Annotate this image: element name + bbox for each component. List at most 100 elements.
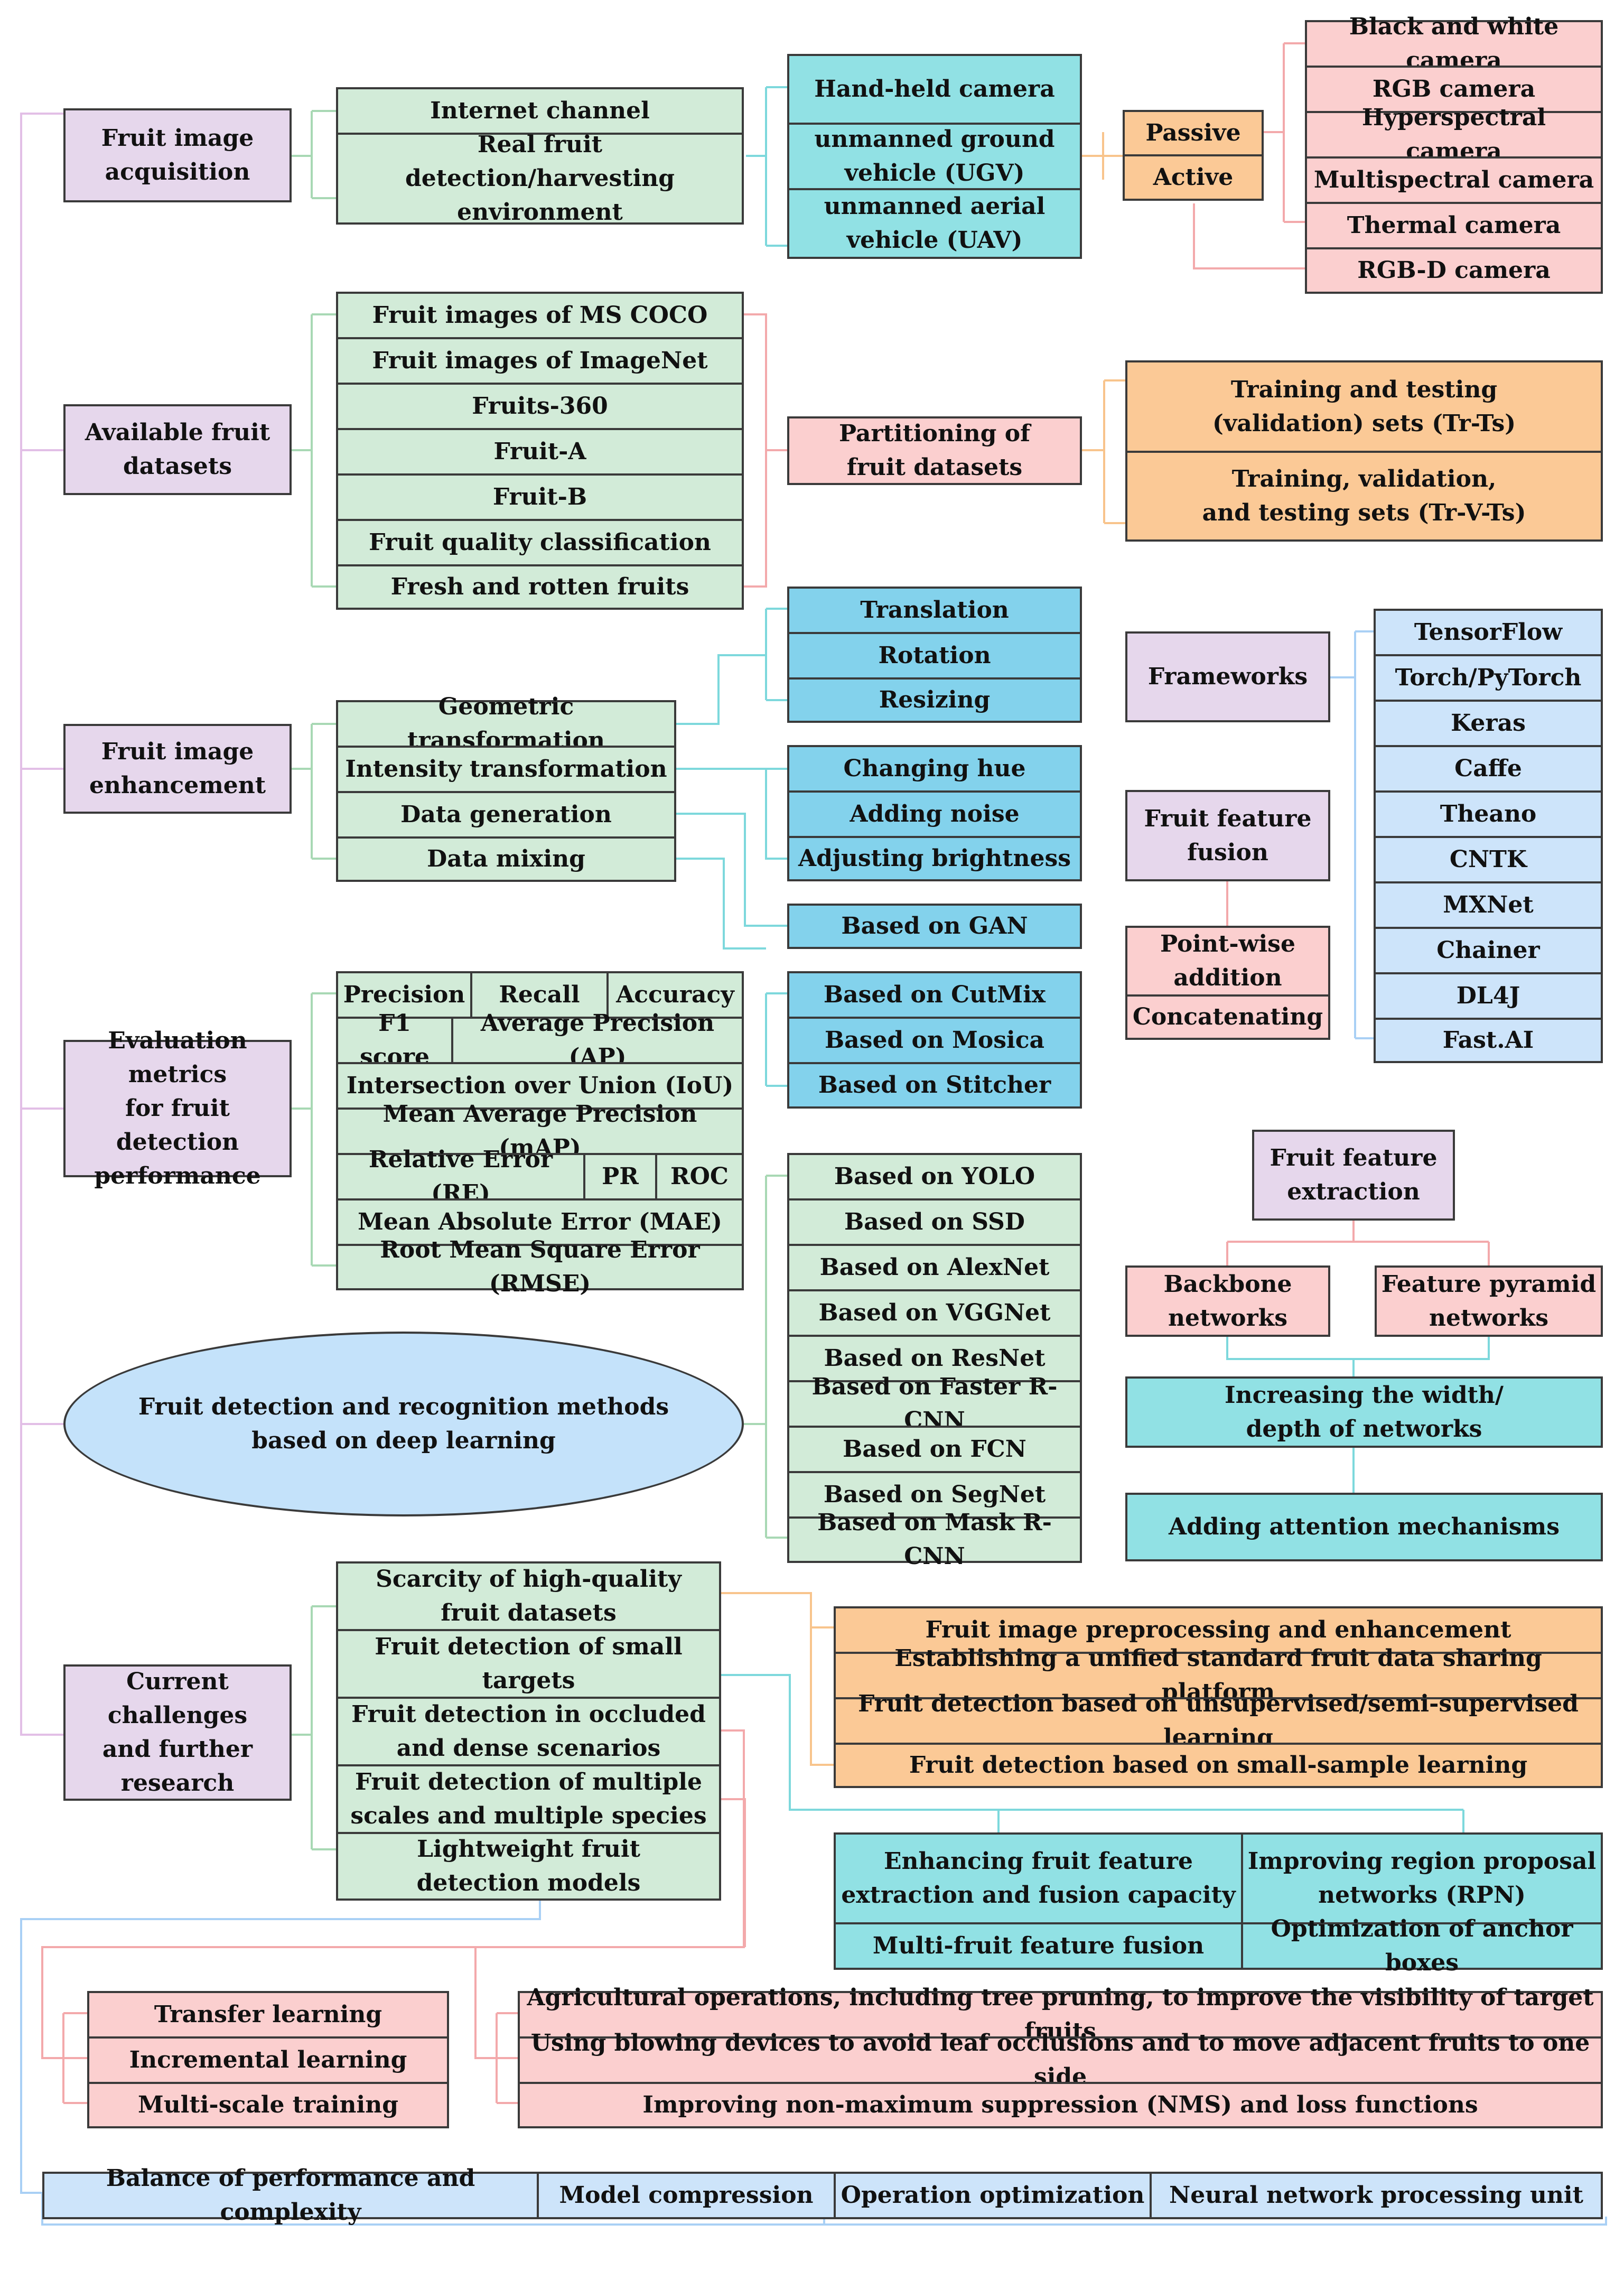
camera-multispectral: Multispectral camera	[1305, 156, 1603, 204]
mode-active: Active	[1123, 154, 1264, 201]
frameworks-title: Frameworks	[1125, 631, 1330, 722]
extraction-attention: Adding attention mechanisms	[1125, 1493, 1603, 1561]
mix-based-on-cutmix: Based on CutMix	[787, 971, 1082, 1019]
dataset-fruit-b: Fruit-B	[336, 473, 744, 521]
partition-tr-ts: Training and testing (validation) sets (…	[1125, 360, 1603, 453]
geo-rotation: Rotation	[787, 632, 1082, 680]
challenge-occluded-dense: Fruit detection in occluded and dense sc…	[336, 1697, 721, 1766]
solution-multi-fruit-fusion: Multi-fruit feature fusion	[834, 1922, 1243, 1970]
enh-geometric-transformation: Geometric transformation	[336, 693, 676, 754]
partition-tr-v-ts: Training, validation, and testing sets (…	[1125, 451, 1603, 542]
group-fruit-image-enhancement: Fruit image enhancement	[63, 724, 292, 814]
framework-caffe: Caffe	[1374, 745, 1603, 793]
solution-blowing-devices: Using blowing devices to avoid leaf occl…	[518, 2030, 1603, 2090]
challenge-scarcity-datasets: Scarcity of high-quality fruit datasets	[336, 1561, 721, 1631]
camera-rgb-d: RGB-D camera	[1305, 247, 1603, 294]
metric-average-precision: Average Precision (AP)	[451, 1010, 744, 1071]
mode-passive: Passive	[1123, 110, 1264, 156]
solution-model-compression: Model compression	[537, 2172, 836, 2219]
solution-npu: Neural network processing unit	[1150, 2172, 1603, 2219]
enh-data-generation: Data generation	[336, 791, 676, 839]
solution-unsupervised: Fruit detection based on unsupervised/se…	[834, 1690, 1603, 1751]
metric-roc: ROC	[655, 1153, 744, 1201]
solution-operation-optimization: Operation optimization	[834, 2172, 1152, 2219]
dataset-imagenet: Fruit images of ImageNet	[336, 337, 744, 385]
framework-fastai: Fast.AI	[1374, 1018, 1603, 1063]
mix-based-on-mosica: Based on Mosica	[787, 1017, 1082, 1064]
dataset-fresh-rotten: Fresh and rotten fruits	[336, 564, 744, 610]
model-alexnet: Based on AlexNet	[787, 1244, 1082, 1291]
solution-incremental-learning: Incremental learning	[87, 2036, 449, 2084]
int-adding-noise: Adding noise	[787, 790, 1082, 838]
group-current-challenges: Current challenges and further research	[63, 1664, 292, 1801]
metric-rmse: Root Mean Square Error (RMSE)	[336, 1236, 744, 1297]
camera-thermal: Thermal camera	[1305, 202, 1603, 249]
dataset-fruit-a: Fruit-A	[336, 428, 744, 476]
model-faster-rcnn: Based on Faster R-CNN	[787, 1373, 1082, 1434]
solution-data-sharing: Establishing a unified standard fruit da…	[834, 1645, 1603, 1706]
model-fcn: Based on FCN	[787, 1426, 1082, 1473]
metric-recall: Recall	[470, 971, 609, 1019]
model-vggnet: Based on VGGNet	[787, 1289, 1082, 1337]
group-evaluation-metrics: Evaluation metrics for fruit detection p…	[63, 1027, 292, 1189]
platform-uav: unmanned aerial vehicle (UAV)	[787, 188, 1082, 259]
platform-hand-held-camera: Hand-held camera	[787, 54, 1082, 125]
dataset-ms-coco: Fruit images of MS COCO	[336, 292, 744, 339]
framework-torch-pytorch: Torch/PyTorch	[1374, 654, 1603, 702]
camera-rgb: RGB camera	[1305, 66, 1603, 113]
framework-tensorflow: TensorFlow	[1374, 609, 1603, 656]
fusion-title: Fruit feature fusion	[1125, 790, 1330, 881]
extraction-title: Fruit feature extraction	[1252, 1130, 1455, 1221]
extraction-fpn: Feature pyramid networks	[1375, 1265, 1603, 1337]
fusion-concatenating: Concatenating	[1125, 994, 1330, 1040]
solution-feature-extraction-fusion: Enhancing fruit feature extraction and f…	[834, 1832, 1243, 1924]
framework-chainer: Chainer	[1374, 927, 1603, 974]
framework-theano: Theano	[1374, 790, 1603, 838]
model-yolo: Based on YOLO	[787, 1153, 1082, 1201]
solution-balance-performance: Balance of performance and complexity	[42, 2165, 539, 2226]
model-ssd: Based on SSD	[787, 1198, 1082, 1246]
model-segnet: Based on SegNet	[787, 1471, 1082, 1519]
geo-resizing: Resizing	[787, 677, 1082, 723]
partitioning-of-fruit-datasets: Partitioning of fruit datasets	[787, 416, 1082, 485]
fusion-point-wise-addition: Point-wise addition	[1125, 926, 1330, 997]
dataset-fruit-quality: Fruit quality classification	[336, 519, 744, 566]
extraction-width-depth: Increasing the width/ depth of networks	[1125, 1376, 1603, 1448]
solution-tree-pruning: Agricultural operations, including tree …	[518, 1984, 1603, 2045]
gen-based-on-gan: Based on GAN	[787, 904, 1082, 949]
framework-cntk: CNTK	[1374, 836, 1603, 883]
group-available-fruit-datasets: Available fruit datasets	[63, 404, 292, 495]
framework-keras: Keras	[1374, 700, 1603, 747]
solution-small-sample: Fruit detection based on small-sample le…	[834, 1743, 1603, 1788]
channel-real-environment: Real fruit detection/harvesting environm…	[336, 131, 744, 226]
metric-accuracy: Accuracy	[606, 971, 744, 1019]
solution-multi-scale-training: Multi-scale training	[87, 2082, 449, 2128]
dataset-fruits-360: Fruits-360	[336, 383, 744, 430]
model-mask-rcnn: Based on Mask R-CNN	[787, 1509, 1082, 1570]
metric-pr: PR	[583, 1153, 657, 1201]
platform-ugv: unmanned ground vehicle (UGV)	[787, 123, 1082, 190]
solution-nms-loss: Improving non-maximum suppression (NMS) …	[518, 2082, 1603, 2128]
metric-mae: Mean Absolute Error (MAE)	[336, 1198, 744, 1246]
extraction-backbone: Backbone networks	[1125, 1265, 1330, 1337]
challenge-small-targets: Fruit detection of small targets	[336, 1629, 721, 1699]
challenge-multiple-scales: Fruit detection of multiple scales and m…	[336, 1764, 721, 1834]
enh-data-mixing: Data mixing	[336, 836, 676, 882]
challenge-lightweight: Lightweight fruit detection models	[336, 1832, 721, 1901]
enh-intensity-transformation: Intensity transformation	[336, 746, 676, 793]
solution-transfer-learning: Transfer learning	[87, 1991, 449, 2039]
solution-preprocessing: Fruit image preprocessing and enhancemen…	[834, 1606, 1603, 1654]
group-fruit-image-acquisition: Fruit image acquisition	[63, 108, 292, 202]
metric-relative-error: Relative Error (RE)	[336, 1146, 585, 1207]
solution-anchor-boxes: Optimization of anchor boxes	[1241, 1915, 1603, 1976]
model-resnet: Based on ResNet	[787, 1335, 1082, 1382]
geo-translation: Translation	[787, 587, 1082, 634]
solution-improving-rpn: Improving region proposal networks (RPN)	[1241, 1832, 1603, 1924]
int-changing-hue: Changing hue	[787, 745, 1082, 793]
camera-black-and-white: Black and white camera	[1305, 13, 1603, 74]
framework-dl4j: DL4J	[1374, 972, 1603, 1020]
mix-based-on-stitcher: Based on Stitcher	[787, 1062, 1082, 1109]
framework-mxnet: MXNet	[1374, 881, 1603, 929]
